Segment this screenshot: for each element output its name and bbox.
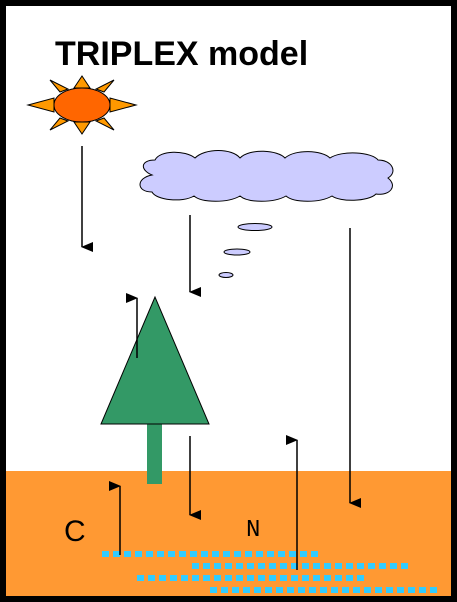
nutrient-dot xyxy=(287,587,294,593)
nutrient-dot xyxy=(190,551,197,557)
nutrient-dot xyxy=(390,563,397,569)
nutrient-dot xyxy=(269,575,276,581)
nutrient-dot xyxy=(113,551,120,557)
nutrient-dot xyxy=(331,587,338,593)
nutrient-dot xyxy=(223,551,230,557)
nutrient-dot xyxy=(311,551,318,557)
nutrient-dot xyxy=(181,575,188,581)
nutrient-dot xyxy=(346,563,353,569)
nutrient-dot xyxy=(309,587,316,593)
nutrient-dot xyxy=(430,587,437,593)
nutrient-dot xyxy=(254,587,261,593)
nutrient-dots xyxy=(102,551,437,593)
nutrient-dot xyxy=(267,551,274,557)
nutrient-dot xyxy=(313,563,320,569)
sun-icon xyxy=(26,75,138,135)
nutrient-dot xyxy=(401,563,408,569)
nutrient-dot xyxy=(148,575,155,581)
nutrient-dot xyxy=(159,575,166,581)
nutrient-dot xyxy=(247,563,254,569)
nutrient-dot xyxy=(258,575,265,581)
nutrient-dot xyxy=(364,587,371,593)
nutrient-dot xyxy=(353,587,360,593)
nutrient-dot xyxy=(170,575,177,581)
nutrient-dot xyxy=(357,575,364,581)
rain-drops xyxy=(218,223,273,278)
nutrient-dot xyxy=(291,563,298,569)
nutrient-dot xyxy=(221,587,228,593)
nutrient-dot xyxy=(302,575,309,581)
nutrient-dot xyxy=(298,587,305,593)
nutrient-dot xyxy=(137,575,144,581)
nutrient-dot xyxy=(168,551,175,557)
nutrient-dot xyxy=(135,551,142,557)
nutrient-dot xyxy=(124,551,131,557)
nutrient-dot xyxy=(386,587,393,593)
nutrient-dot xyxy=(256,551,263,557)
nutrient-dot xyxy=(280,563,287,569)
nutrient-dot xyxy=(408,587,415,593)
nutrient-dot xyxy=(313,575,320,581)
nitrogen-label: N xyxy=(246,517,260,544)
tree-icon xyxy=(100,295,210,484)
diagram-title: TRIPLEX model xyxy=(55,35,309,73)
cloud-icon xyxy=(139,150,394,202)
nutrient-dot xyxy=(335,575,342,581)
nutrient-dot xyxy=(212,551,219,557)
nutrient-dot xyxy=(192,575,199,581)
nutrient-dot xyxy=(247,575,254,581)
nutrient-dot xyxy=(192,563,199,569)
nutrient-dot xyxy=(265,587,272,593)
nutrient-dot xyxy=(225,575,232,581)
nutrient-dot xyxy=(302,563,309,569)
nutrient-dot xyxy=(201,551,208,557)
nutrient-dot xyxy=(357,563,364,569)
nutrient-dot xyxy=(324,563,331,569)
nutrient-dot xyxy=(291,575,298,581)
nutrient-dot xyxy=(324,575,331,581)
nutrient-dot xyxy=(203,563,210,569)
nutrient-dot xyxy=(280,575,287,581)
nutrient-dot xyxy=(346,575,353,581)
nutrient-dot xyxy=(236,563,243,569)
nutrient-dot xyxy=(342,587,349,593)
nutrient-dot xyxy=(276,587,283,593)
nutrient-dot xyxy=(379,563,386,569)
nutrient-dot xyxy=(278,551,285,557)
nutrient-dot xyxy=(157,551,164,557)
nutrient-dot xyxy=(232,587,239,593)
nutrient-dot xyxy=(419,587,426,593)
nutrient-dot xyxy=(289,551,296,557)
nutrient-dot xyxy=(234,551,241,557)
nutrient-dot xyxy=(210,587,217,593)
nutrient-dot xyxy=(258,563,265,569)
nutrient-dot xyxy=(245,551,252,557)
nutrient-dot xyxy=(179,551,186,557)
nutrient-dot xyxy=(236,575,243,581)
nutrient-dot xyxy=(243,587,250,593)
nutrient-dot xyxy=(269,563,276,569)
nutrient-dot xyxy=(225,563,232,569)
nutrient-dot xyxy=(368,563,375,569)
nutrient-dot xyxy=(146,551,153,557)
nutrient-dot xyxy=(203,575,210,581)
nutrient-dot xyxy=(375,587,382,593)
nutrient-dot xyxy=(397,587,404,593)
nutrient-dot xyxy=(320,587,327,593)
flux-arrows xyxy=(81,146,361,570)
nutrient-dot xyxy=(214,575,221,581)
nutrient-dot xyxy=(335,563,342,569)
nutrient-dot xyxy=(214,563,221,569)
nutrient-dot xyxy=(300,551,307,557)
nutrient-dot xyxy=(102,551,109,557)
carbon-label: C xyxy=(64,515,86,548)
